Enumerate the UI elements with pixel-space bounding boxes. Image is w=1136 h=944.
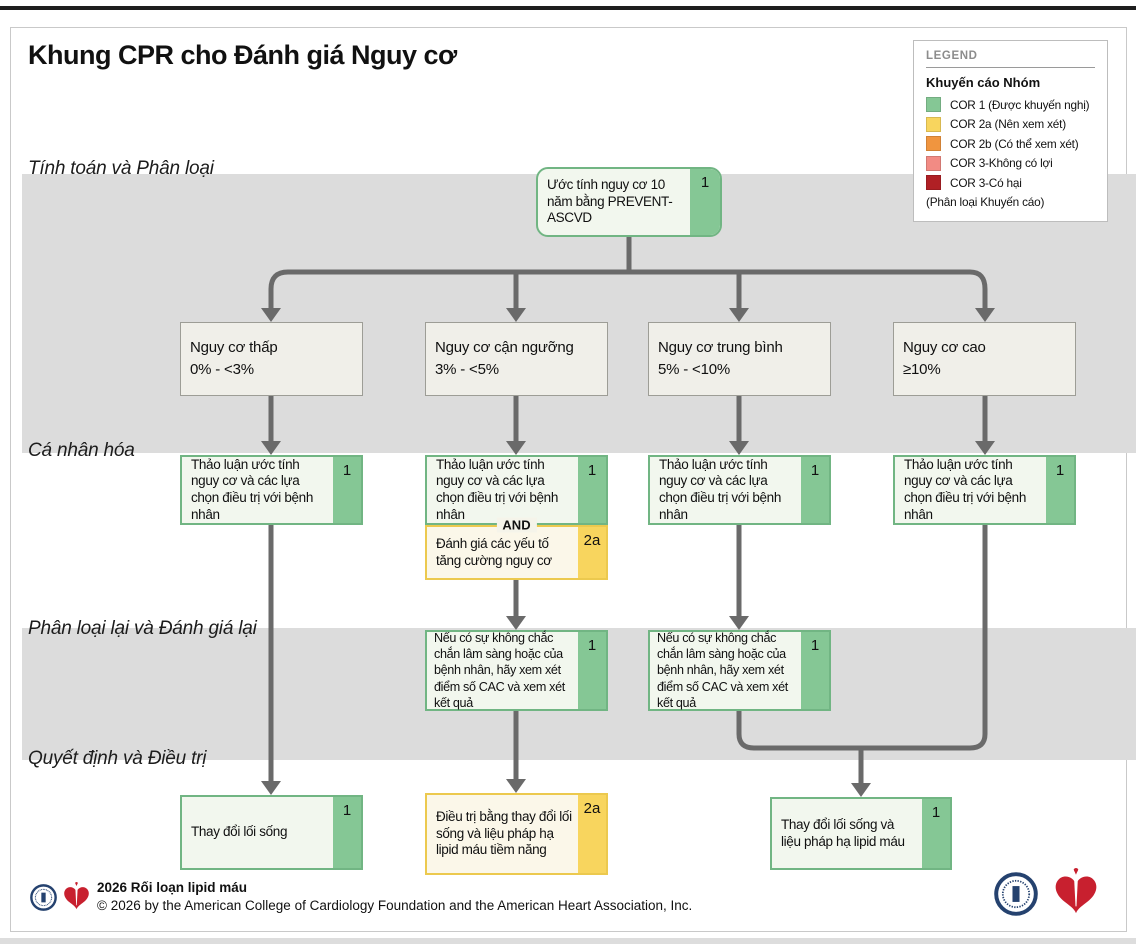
aha-logo-icon: [64, 882, 89, 910]
cor2a-swatch: [926, 116, 941, 132]
legend-item-cor3-harm: COR 3-Có hại: [926, 175, 1095, 190]
node-discuss-risk-col4: Thảo luận ước tính nguy cơ và các lựa ch…: [893, 455, 1076, 525]
legend-item-cor1: COR 1 (Được khuyến nghị): [926, 97, 1095, 112]
legend-item-label: COR 1 (Được khuyến nghị): [950, 97, 1090, 112]
legend-divider: [926, 67, 1095, 68]
cor-badge: 1: [801, 457, 829, 523]
page-title: Khung CPR cho Đánh giá Nguy cơ: [28, 40, 457, 70]
node-text: Nguy cơ cao≥10%: [903, 339, 986, 378]
node-cac-score-col3: Nếu có sự không chắc chắn lâm sàng hoặc …: [648, 630, 831, 711]
node-risk-enhancers: Đánh giá các yếu tố tăng cường nguy cơ 2…: [425, 525, 608, 580]
cor1-swatch: [926, 97, 941, 112]
cor3-nobenefit-swatch: [926, 155, 941, 171]
legend: LEGEND Khuyến cáo Nhóm COR 1 (Được khuyế…: [913, 40, 1108, 222]
bottom-crop-strip: [0, 938, 1136, 944]
node-discuss-risk-col2: Thảo luận ước tính nguy cơ và các lựa ch…: [425, 455, 608, 525]
node-lifestyle-change: Thay đổi lối sống 1: [180, 795, 363, 870]
node-lifestyle-plus-lipid-therapy: Thay đổi lối sống và liệu pháp hạ lipid …: [770, 797, 952, 870]
aha-heart-torch-icon: [1055, 868, 1097, 914]
legend-item-cor2a: COR 2a (Nên xem xét): [926, 116, 1095, 132]
node-text: Ước tính nguy cơ 10 năm bằng PREVENT-ASC…: [547, 176, 673, 226]
node-root-estimate-risk: Ước tính nguy cơ 10 năm bằng PREVENT-ASC…: [536, 167, 722, 237]
node-text: Thay đổi lối sống: [191, 824, 288, 840]
node-text: Đánh giá các yếu tố tăng cường nguy cơ: [436, 535, 552, 568]
legend-item-label: COR 2b (Có thể xem xét): [950, 136, 1079, 151]
cor-badge: 1: [1046, 457, 1074, 523]
footer-copyright: © 2026 by the American College of Cardio…: [97, 897, 693, 913]
and-connector-label: AND: [496, 517, 537, 533]
legend-item-label: COR 2a (Nên xem xét): [950, 117, 1066, 131]
node-text: Thảo luận ước tính nguy cơ và các lựa ch…: [904, 456, 1026, 522]
legend-item-label: COR 3-Có hại: [950, 175, 1022, 190]
legend-subtitle: Khuyến cáo Nhóm: [926, 75, 1041, 90]
cor-badge: 1: [690, 169, 720, 235]
legend-item-label: COR 3-Không có lợi: [950, 156, 1053, 170]
cor2b-swatch: [926, 136, 941, 151]
legend-item-cor3-nobenefit: COR 3-Không có lợi: [926, 155, 1095, 171]
node-discuss-and-enhancers: Thảo luận ước tính nguy cơ và các lựa ch…: [425, 455, 608, 580]
legend-item-cor2b: COR 2b (Có thể xem xét): [926, 136, 1095, 151]
row-label-calculate: Tính toán và Phân loại: [28, 158, 214, 179]
cor-badge: 2a: [578, 795, 606, 873]
node-text: Nếu có sự không chắc chắn lâm sàng hoặc …: [434, 630, 565, 711]
footer-title: 2026 Rối loạn lipid máu: [97, 880, 248, 895]
cor3-harm-swatch: [926, 175, 941, 190]
cor-badge: 1: [333, 797, 361, 868]
node-text: Thảo luận ước tính nguy cơ và các lựa ch…: [436, 456, 558, 522]
node-text: Thảo luận ước tính nguy cơ và các lựa ch…: [659, 456, 781, 522]
footer-text: 2026 Rối loạn lipid máu © 2026 by the Am…: [97, 879, 692, 914]
node-discuss-risk-col1: Thảo luận ước tính nguy cơ và các lựa ch…: [180, 455, 363, 525]
node-lifestyle-plus-potential-therapy: Điều trị bằng thay đổi lối sống và liệu …: [425, 793, 608, 875]
node-discuss-risk-col3: Thảo luận ước tính nguy cơ và các lựa ch…: [648, 455, 831, 525]
top-rule: [0, 6, 1136, 10]
row-label-personalize: Cá nhân hóa: [28, 440, 135, 461]
cor-badge: 1: [801, 632, 829, 709]
acc-seal-icon: [994, 872, 1038, 916]
acc-logo-icon: [30, 884, 57, 911]
node-text: Điều trị bằng thay đổi lối sống và liệu …: [436, 808, 572, 858]
node-risk-high: Nguy cơ cao≥10%: [893, 322, 1076, 396]
node-text: Thay đổi lối sống và liệu pháp hạ lipid …: [781, 816, 905, 849]
cor-badge: 1: [333, 457, 361, 523]
node-text: Nếu có sự không chắc chắn lâm sàng hoặc …: [657, 630, 788, 711]
row-label-decide-treat: Quyết định và Điều trị: [28, 748, 207, 769]
cor-badge: 1: [578, 457, 606, 523]
row-label-reclassify: Phân loại lại và Đánh giá lại: [28, 618, 257, 639]
node-text: Thảo luận ước tính nguy cơ và các lựa ch…: [191, 456, 313, 522]
legend-footnote: (Phân loại Khuyến cáo): [926, 195, 1045, 209]
cor-badge: 1: [922, 799, 950, 868]
cor-badge: 1: [578, 632, 606, 709]
legend-header: LEGEND: [926, 50, 978, 62]
node-cac-score-col2: Nếu có sự không chắc chắn lâm sàng hoặc …: [425, 630, 608, 711]
cor-badge: 2a: [578, 527, 606, 578]
